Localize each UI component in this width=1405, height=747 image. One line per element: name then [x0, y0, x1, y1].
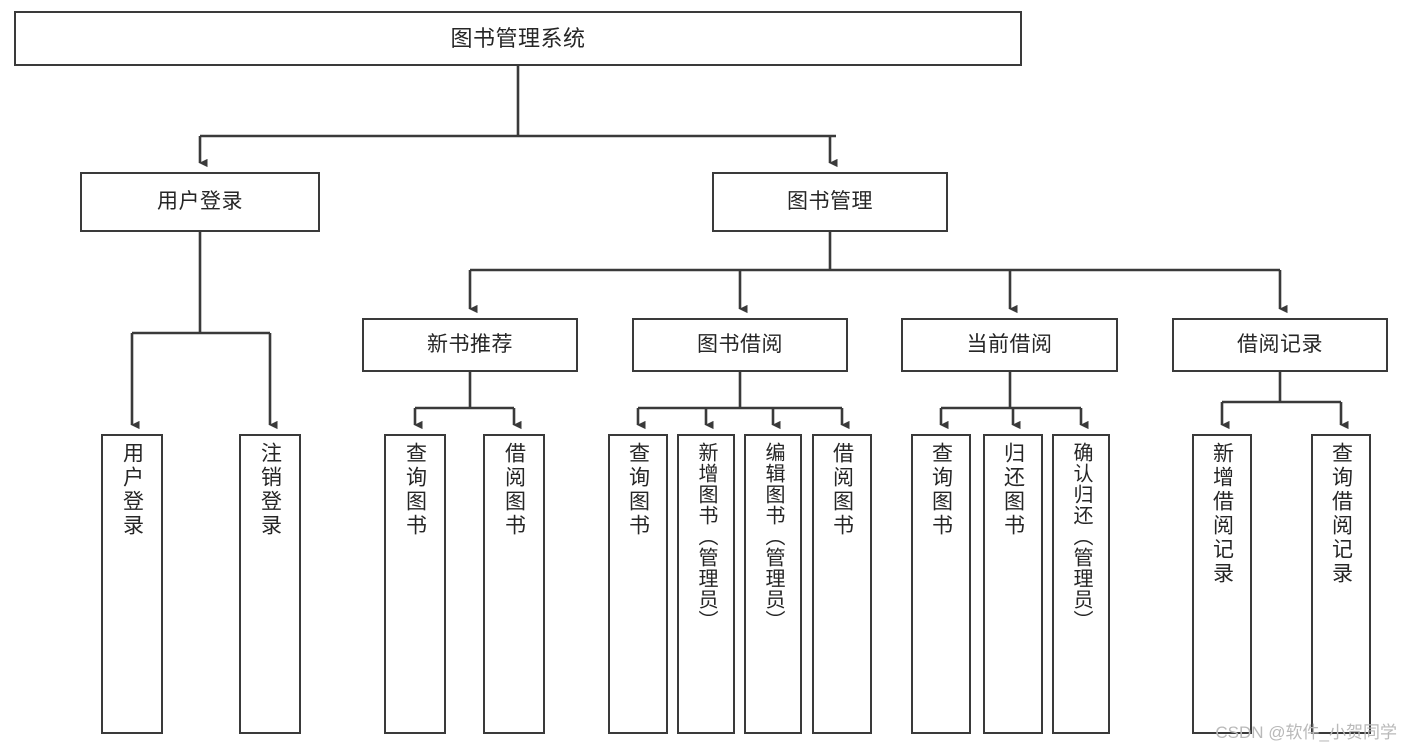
node-leaf-confirm-return-admin-label: 确认归还（管理员） [1070, 442, 1092, 631]
node-leaf-logout-label: 注销登录 [258, 442, 282, 538]
node-root-system[interactable]: 图书管理系统 [14, 11, 1022, 66]
node-leaf-add-borrow-record[interactable]: 新增借阅记录 [1192, 434, 1252, 734]
node-leaf-add-borrow-record-label: 新增借阅记录 [1210, 442, 1234, 586]
node-leaf-return-book-label: 归还图书 [1001, 442, 1025, 538]
node-leaf-borrow-book-label: 借阅图书 [830, 442, 854, 538]
node-borrow-records-label: 借阅记录 [1237, 332, 1323, 356]
node-book-management[interactable]: 图书管理 [712, 172, 948, 232]
node-book-management-label: 图书管理 [787, 189, 873, 213]
csdn-watermark: CSDN @软件_小贺同学 [1215, 723, 1397, 742]
node-user-login[interactable]: 用户登录 [80, 172, 320, 232]
node-leaf-borrow-book[interactable]: 借阅图书 [812, 434, 872, 734]
node-leaf-edit-book-admin[interactable]: 编辑图书（管理员） [744, 434, 802, 734]
node-book-borrow-label: 图书借阅 [697, 332, 783, 356]
node-leaf-add-book-admin-label: 新增图书（管理员） [695, 442, 717, 631]
node-leaf-borrow-books-new-label: 借阅图书 [502, 442, 526, 538]
node-leaf-add-book-admin[interactable]: 新增图书（管理员） [677, 434, 735, 734]
node-leaf-query-books-current[interactable]: 查询图书 [911, 434, 971, 734]
node-leaf-query-borrow-record-label: 查询借阅记录 [1329, 442, 1353, 586]
node-leaf-query-books-new[interactable]: 查询图书 [384, 434, 446, 734]
node-book-borrow[interactable]: 图书借阅 [632, 318, 848, 372]
node-leaf-logout[interactable]: 注销登录 [239, 434, 301, 734]
node-leaf-edit-book-admin-label: 编辑图书（管理员） [762, 442, 784, 631]
node-leaf-return-book[interactable]: 归还图书 [983, 434, 1043, 734]
node-leaf-query-books-borrow[interactable]: 查询图书 [608, 434, 668, 734]
node-leaf-user-login-label: 用户登录 [120, 442, 144, 538]
node-leaf-query-borrow-record[interactable]: 查询借阅记录 [1311, 434, 1371, 734]
node-current-borrow[interactable]: 当前借阅 [901, 318, 1118, 372]
node-user-login-label: 用户登录 [157, 189, 243, 213]
node-new-book-recommend[interactable]: 新书推荐 [362, 318, 578, 372]
node-new-book-recommend-label: 新书推荐 [427, 332, 513, 356]
node-leaf-query-books-current-label: 查询图书 [929, 442, 953, 538]
node-leaf-query-books-new-label: 查询图书 [403, 442, 427, 538]
node-leaf-confirm-return-admin[interactable]: 确认归还（管理员） [1052, 434, 1110, 734]
node-leaf-query-books-borrow-label: 查询图书 [626, 442, 650, 538]
node-root-label: 图书管理系统 [450, 25, 586, 51]
node-leaf-user-login[interactable]: 用户登录 [101, 434, 163, 734]
node-borrow-records[interactable]: 借阅记录 [1172, 318, 1388, 372]
node-leaf-borrow-books-new[interactable]: 借阅图书 [483, 434, 545, 734]
node-current-borrow-label: 当前借阅 [966, 332, 1053, 356]
